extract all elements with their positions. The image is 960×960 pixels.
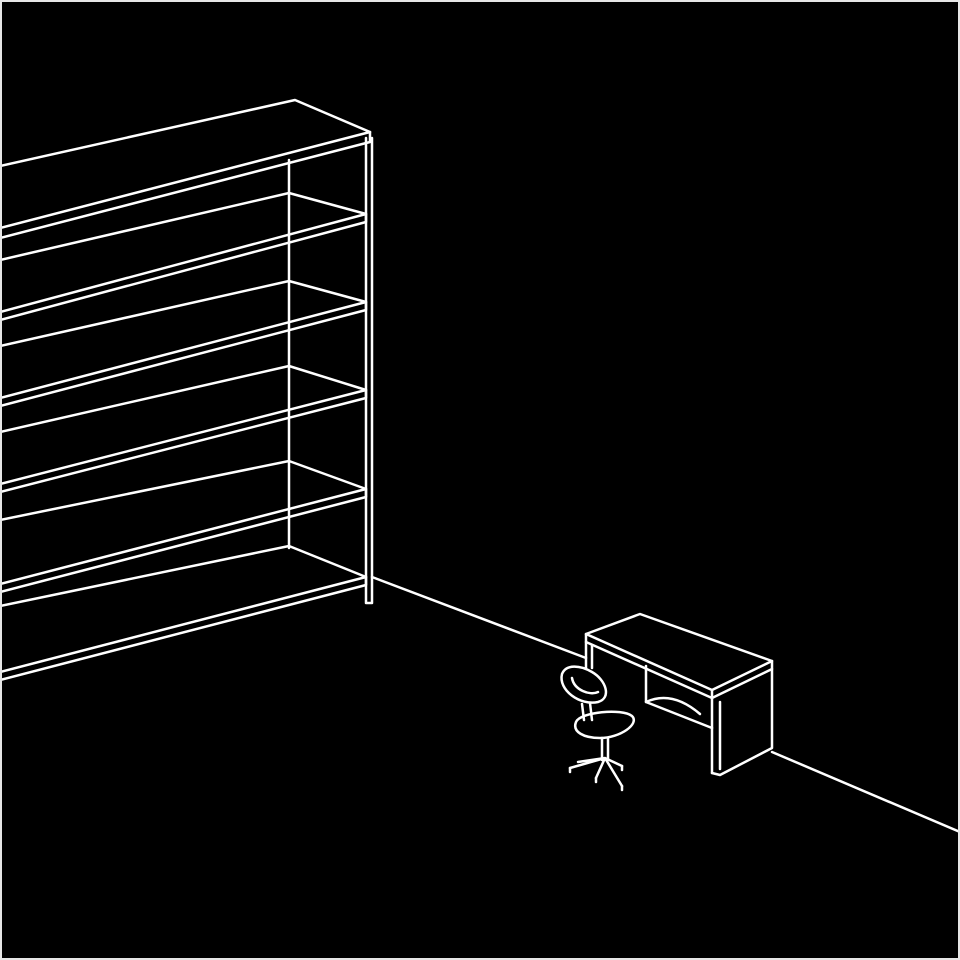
desk-leg-right bbox=[710, 696, 722, 775]
bookshelf-shelf bbox=[0, 459, 368, 594]
bookshelf-shelf bbox=[0, 364, 368, 494]
bookshelf bbox=[0, 98, 374, 682]
bookshelf-top bbox=[0, 98, 372, 230]
bookshelf-shelf bbox=[0, 279, 368, 408]
office-chair bbox=[560, 665, 635, 792]
desk-side-panel bbox=[710, 667, 774, 777]
bookshelf-shelf bbox=[0, 544, 368, 682]
chair-seat bbox=[573, 710, 635, 740]
chair-backrest bbox=[560, 665, 608, 704]
bookshelf-shelf bbox=[0, 191, 368, 322]
bookshelf-front-post bbox=[364, 136, 374, 605]
desk-leg-left bbox=[584, 640, 594, 670]
chair-stem bbox=[600, 736, 610, 762]
desk bbox=[584, 612, 774, 777]
floor-wall-edge bbox=[370, 575, 960, 834]
chair-base bbox=[568, 756, 624, 788]
